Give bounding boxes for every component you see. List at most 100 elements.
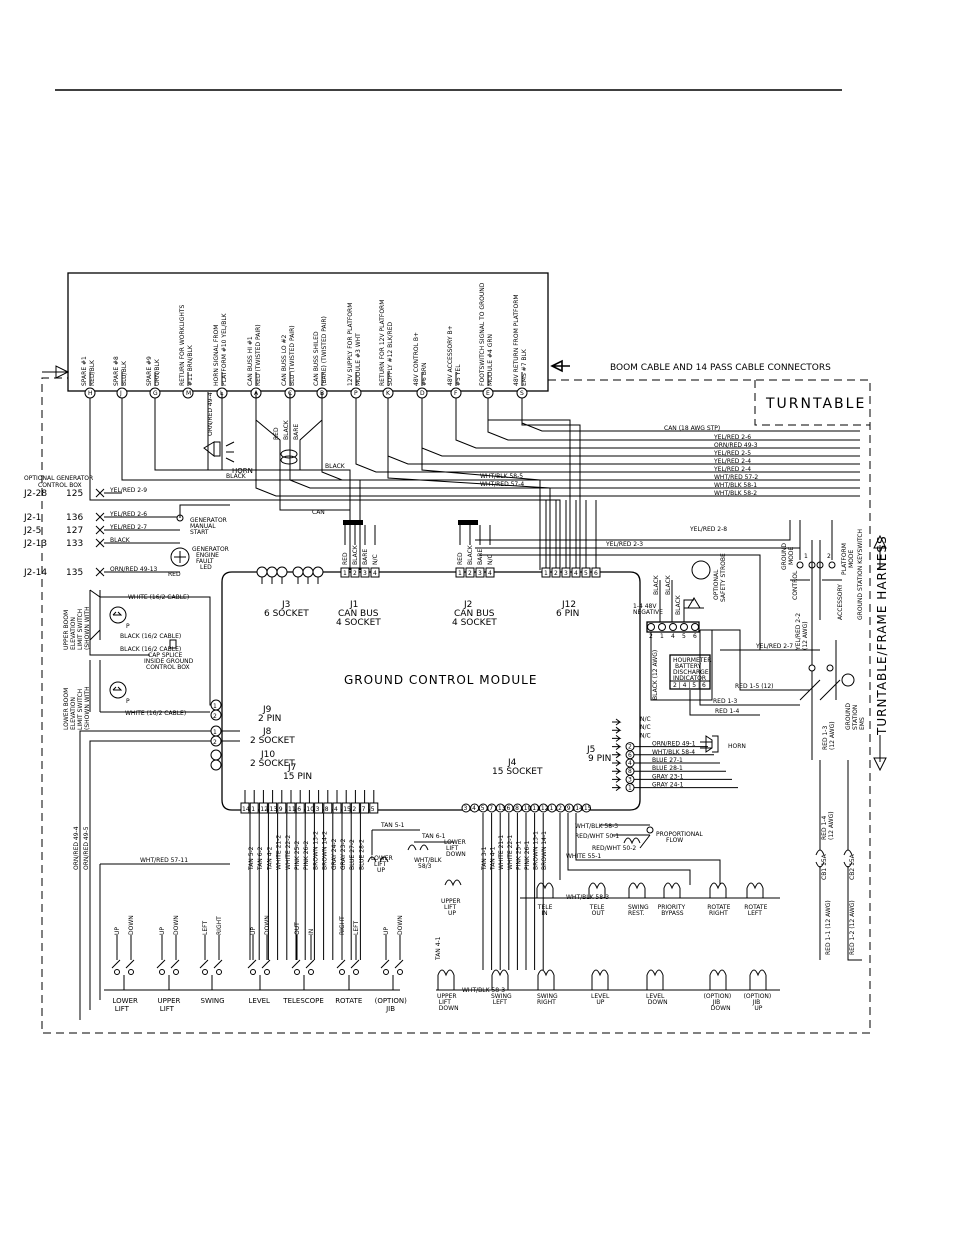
- toggle-contact: [128, 969, 134, 975]
- coil-label: LIFT: [439, 999, 451, 1006]
- j7-pin-num: 10: [306, 806, 314, 813]
- coil-label: JIB: [712, 999, 721, 1006]
- j7-pin-num: 2: [352, 806, 356, 813]
- coil-icon: [537, 969, 555, 977]
- term-num: J2-13: [23, 539, 47, 549]
- top-wire-label-sub: #5 YEL: [455, 364, 462, 386]
- toggle-contact: [308, 969, 314, 975]
- top-pin-label: P: [354, 390, 358, 397]
- j4-pin: [513, 803, 523, 813]
- top-wire-label: 12V SUPPLY FOR PLATFORM: [347, 303, 354, 386]
- j4-pin-num: 7: [489, 805, 493, 812]
- top-wire-label: CAN BUSS HI #1: [247, 336, 254, 386]
- j7-pin-num: 13: [270, 806, 278, 813]
- toggle-dir: UP: [159, 927, 166, 935]
- j7-pin-num: 9: [279, 806, 283, 813]
- boom-cable-arrow-right: [550, 359, 570, 373]
- tan51-label: TAN 5-1: [380, 822, 405, 829]
- coil-label: RIGHT: [709, 910, 728, 917]
- top-wire-label-sub: MODULE #4 GRN: [487, 334, 494, 386]
- svg-text:HORN: HORN: [728, 743, 746, 750]
- coil-label: LEFT: [748, 910, 762, 917]
- svg-text:LOWER: LOWER: [444, 839, 466, 846]
- svg-text:2: 2: [213, 713, 217, 720]
- j3-pin: [266, 566, 278, 578]
- top-wire-label: FOOTSWITCH SIGNAL TO GROUND: [479, 282, 486, 386]
- svg-text:ORN/RED 49-4: ORN/RED 49-4: [73, 826, 80, 870]
- mid-wire: [421, 398, 541, 570]
- estop-icon: [841, 673, 855, 687]
- turntable-label: TURNTABLE: [765, 396, 866, 412]
- j5-arrow: [612, 743, 622, 750]
- prop-flow-group: PROPORTIONAL FLOW: [600, 824, 703, 849]
- coil-leads: [749, 975, 767, 990]
- term-num: J2-14: [23, 568, 47, 578]
- toggle-label: LOWER: [113, 997, 139, 1005]
- strobe-icon: [684, 597, 704, 609]
- coil-icon: [663, 882, 681, 890]
- j4-wire-label: PINK 26-1: [524, 840, 531, 870]
- right-wire-label: YEL/RED 2-6: [713, 434, 751, 441]
- top-pin-label: H: [88, 390, 93, 397]
- j5-arrow: [612, 735, 622, 742]
- toggle-dir: DOWN: [397, 915, 404, 935]
- term-wire-label: ORN/RED 49-13: [110, 566, 158, 573]
- svg-text:CONTROL BOX: CONTROL BOX: [38, 482, 82, 489]
- svg-text:YEL/RED 2-2: YEL/RED 2-2: [795, 613, 802, 651]
- j7-wire-label: WHITE 22-2: [285, 835, 292, 870]
- j12-pin-num: 4: [574, 570, 578, 577]
- svg-text:OPTIONAL: OPTIONAL: [713, 569, 720, 600]
- j4-pin-num: 8: [515, 805, 519, 812]
- can-shield-top: RED BLACK BARE CAN: [255, 392, 351, 525]
- can-pin-label: BARE: [477, 549, 484, 565]
- j4-wire-label: WHITE 21-1: [498, 835, 505, 870]
- svg-text:(12 AWG): (12 AWG): [829, 721, 836, 750]
- valve-coils-lower-row: UPPERLIFTDOWNSWINGLEFTSWINGRIGHTLEVELUPL…: [435, 936, 780, 1012]
- gen-fault-led-icon: [170, 547, 190, 567]
- j5-wire-label: ORN/RED 49-1: [652, 741, 696, 748]
- j4-pin-num: 6: [507, 805, 511, 812]
- svg-text:WHT/BLK: WHT/BLK: [414, 857, 443, 864]
- coil-icon: [709, 882, 727, 890]
- can-pin: [350, 567, 360, 578]
- svg-text:EMS: EMS: [859, 717, 866, 730]
- j7-wire-label: GRAY 23-2: [340, 838, 347, 870]
- mid-wire-label: YEL/RED 2-3: [605, 541, 643, 548]
- can-pin: [360, 567, 370, 578]
- coil-label: UP: [596, 999, 604, 1006]
- j7-pin-num: 6: [297, 806, 301, 813]
- top-wire-label-sub: EMS #7 BLK: [521, 348, 528, 386]
- top-wire-label: SPARE #1: [81, 356, 88, 386]
- j5-arrow: [612, 767, 622, 775]
- top-pin-label: E: [486, 390, 490, 397]
- toggle-icon: [247, 935, 271, 969]
- j5-sub: 9 PIN: [588, 754, 611, 764]
- svg-text:GROUND: GROUND: [781, 543, 788, 570]
- toggle-label: SWING: [201, 997, 225, 1005]
- term-pin: 136: [66, 513, 83, 523]
- coil-label: BYPASS: [661, 910, 684, 917]
- j4-right-wire: [559, 813, 721, 885]
- yel27-label: YEL/RED 2-7: [755, 643, 793, 650]
- j2-cap-a: CAN BUS: [454, 609, 495, 619]
- j7-wire-label: BROWN 14-2: [322, 831, 329, 870]
- red15-label: RED 1-5 (12): [735, 683, 774, 690]
- coil-leads: [588, 888, 606, 898]
- svg-text:ORN/RED 49-5: ORN/RED 49-5: [83, 826, 90, 870]
- j5-pin-num: 8: [628, 768, 632, 775]
- toggle-dir: DOWN: [128, 915, 135, 935]
- j3-pin: [312, 566, 324, 578]
- coil-label: ROTATE: [744, 904, 767, 911]
- term-x-icon: [95, 512, 105, 522]
- toggle-contact: [339, 969, 345, 975]
- j4-pin: [530, 803, 540, 813]
- top-pin-label: D: [420, 390, 425, 397]
- term-pin: 133: [66, 539, 83, 549]
- svg-text:(12 AWG): (12 AWG): [802, 621, 809, 650]
- right-wire: [455, 398, 860, 449]
- j5-pin-num: 2: [628, 744, 632, 751]
